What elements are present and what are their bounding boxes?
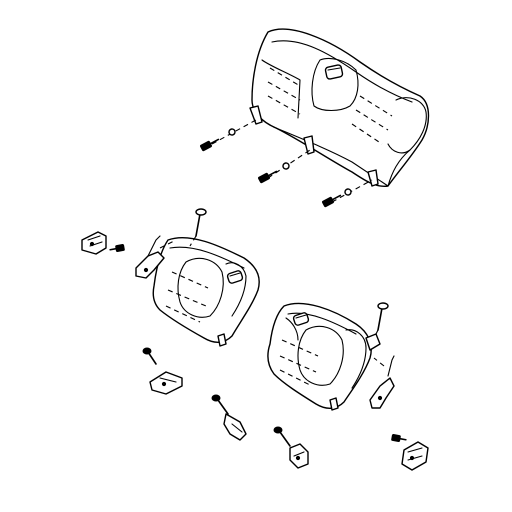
left-cushion-top-bolt <box>189 208 207 247</box>
clip <box>344 188 352 196</box>
seatback-bolts <box>200 128 352 208</box>
left-lower-bracket <box>142 347 183 395</box>
center-bottom-bracket <box>273 426 309 469</box>
right-latch-hook <box>369 355 395 409</box>
bolt <box>200 138 220 152</box>
clip <box>282 162 290 170</box>
seatback-buckle <box>324 64 344 80</box>
rear-seatback-assembly <box>249 28 430 187</box>
seatback-mount-tab-center <box>303 135 315 155</box>
bolt <box>322 194 342 208</box>
seatback-mount-tab-right <box>367 169 379 187</box>
right-lower-bracket <box>391 434 429 471</box>
right-cushion-top-bolt <box>373 302 389 339</box>
bolt <box>258 170 278 184</box>
bolt <box>109 244 125 252</box>
bolt <box>391 434 407 442</box>
left-latch-hook <box>135 235 177 279</box>
seatback-fastener-guides <box>211 119 373 203</box>
right-seat-cushion <box>267 302 381 411</box>
center-lower-bolt <box>211 394 247 441</box>
left-seat-cushion <box>152 236 260 347</box>
seatback-mount-tab-left <box>249 105 263 125</box>
left-hinge-bracket <box>81 231 125 255</box>
clip <box>228 128 236 136</box>
